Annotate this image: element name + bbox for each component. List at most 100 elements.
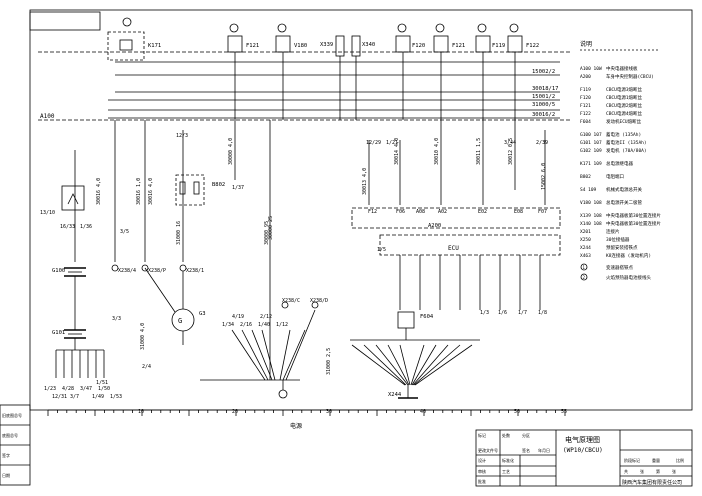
title-right-label: 张	[640, 468, 644, 474]
connector-x340: X340	[351, 35, 375, 57]
bus-label: 30018/17	[532, 86, 559, 92]
legend-code: X250	[580, 237, 591, 243]
legend-desc: 总电源开关二极管	[606, 199, 642, 206]
terminal-ref: 1/50	[98, 386, 110, 392]
terminal-ref: 1/23	[44, 386, 56, 392]
terminal-ref: 2/39	[536, 140, 548, 146]
legend-code: F119	[580, 87, 591, 93]
legend-code: X244	[580, 245, 591, 251]
ground-fan-right: X244	[350, 339, 480, 399]
bus-label: 15001/2	[532, 94, 555, 100]
fuse-f121-left: F121	[227, 23, 259, 53]
wire-label: 31000 16	[176, 221, 182, 245]
ground-fan-battery	[55, 338, 105, 378]
label-g3: G3	[199, 311, 206, 317]
legend-code: X201	[580, 229, 591, 235]
terminal-ref: 1/6	[498, 310, 507, 316]
legend-code: A100 10W	[580, 66, 602, 72]
title-row-label: 标准化	[502, 457, 514, 463]
legend-desc: 电阻端口	[606, 173, 624, 180]
terminal-ref: 12/3	[176, 133, 188, 139]
legend-desc: 中央电器板第30位置连接片	[606, 212, 661, 219]
label-a200: A200	[428, 223, 441, 229]
legend-code: G102 109	[580, 148, 602, 154]
wire-label: 30013 4,0	[362, 168, 368, 195]
ruler-label: 10	[138, 409, 144, 415]
terminal-ref: 3/7	[70, 394, 79, 400]
bus-label: 15002/2	[532, 69, 555, 75]
wire-label: 30012 0,5	[508, 138, 514, 165]
title-row-label: 签名	[522, 447, 530, 453]
ruler-label: 40	[420, 409, 426, 415]
title-row-label: 批准	[478, 478, 486, 484]
connector-row: X238/4 X238/P X238/1 X238/C X238/D	[111, 264, 328, 309]
fuse-f121: F121	[433, 23, 465, 53]
wire-label: 30016 1,0	[136, 178, 142, 205]
terminal-ref: 1/3	[480, 310, 489, 316]
connector-x339: X339	[320, 35, 345, 57]
legend-code: G101 107	[580, 140, 602, 146]
terminal-ref: 1/51	[96, 380, 108, 386]
ecu-block: ECU	[379, 234, 561, 310]
label-f121: F121	[246, 43, 259, 49]
legend-code: V180 108	[580, 200, 602, 206]
terminal-ref: 3/3	[112, 316, 121, 322]
legend-desc: 机械式电源总开关	[606, 186, 642, 193]
wire-label: 30016 4,0	[96, 178, 102, 205]
legend-code: X463	[580, 253, 591, 259]
legend-symbol-icon	[580, 273, 588, 281]
battery-g100: G100	[52, 267, 86, 277]
drawing-title: 电气原理图	[565, 435, 600, 444]
bus-lines	[108, 61, 560, 119]
label-g100: G100	[52, 268, 65, 274]
wire-label: 31000 4,0	[140, 323, 146, 350]
label-f604: F604	[420, 314, 434, 320]
legend-code: X139 108	[580, 213, 602, 219]
legend-desc: 蓄电池 (135Ah)	[606, 131, 641, 138]
legend-desc: K8连接器 (发动机内)	[606, 252, 651, 259]
margin-label: 签字	[2, 452, 10, 458]
label-x339: X339	[320, 42, 333, 48]
wire-label: 30011 1,5	[476, 138, 482, 165]
ruler-label: 30	[326, 409, 332, 415]
pin-e08: E08	[514, 209, 523, 215]
relay-k171: K171	[107, 17, 161, 61]
terminal-ref: 2/12	[260, 314, 272, 320]
legend-desc: CBCU电源2熔断丝	[606, 102, 643, 109]
legend-desc: 车身中央控制器(CBCU)	[606, 73, 654, 80]
ground-fan-left	[230, 309, 316, 399]
legend-desc: 发电机 (70A/80A)	[606, 147, 647, 154]
fuse-f119: F119	[475, 23, 505, 53]
wire-label: 30000 25	[268, 216, 274, 240]
a100-label: A100	[40, 113, 55, 120]
title-row-label: 更改文件号	[478, 447, 498, 453]
legend-desc: 总电源继电器	[606, 160, 633, 167]
bus-label: 30016/2	[532, 112, 555, 118]
margin-label: 旧底图总号	[2, 412, 22, 418]
wire-label: 30016 4,0	[148, 178, 154, 205]
terminal-ref: 1/36	[80, 224, 92, 230]
legend-desc: CBCU电源3熔断丝	[606, 86, 643, 93]
bus-label: 31000/5	[532, 102, 555, 108]
ruler-label: 50	[514, 409, 520, 415]
ruler-label: 55	[561, 409, 567, 415]
title-right-label: 比例	[676, 457, 684, 463]
terminal-ref: 3/44	[504, 140, 516, 146]
ruler: 电源 10 20 30 40 50 55	[47, 409, 567, 430]
ruler-label: 20	[232, 409, 238, 415]
legend-code: K171 109	[580, 161, 602, 167]
terminal-ref: 1/37	[232, 185, 244, 191]
terminal-ref: 3/47	[80, 386, 92, 392]
legend-code: F604	[580, 119, 591, 125]
terminal-ref: 1/5	[377, 247, 386, 253]
title-right-label: 重量	[652, 457, 660, 463]
title-right-label: 共	[624, 468, 628, 474]
margin-label: 日期	[2, 472, 10, 478]
fuse-f122: F122	[507, 23, 539, 53]
terminal-ref: 1/12	[276, 322, 288, 328]
ruler-caption: 电源	[290, 422, 302, 430]
terminal-ref: 16/33	[60, 224, 75, 230]
svg-text:G: G	[178, 317, 182, 325]
pin-e02: E02	[478, 209, 487, 215]
